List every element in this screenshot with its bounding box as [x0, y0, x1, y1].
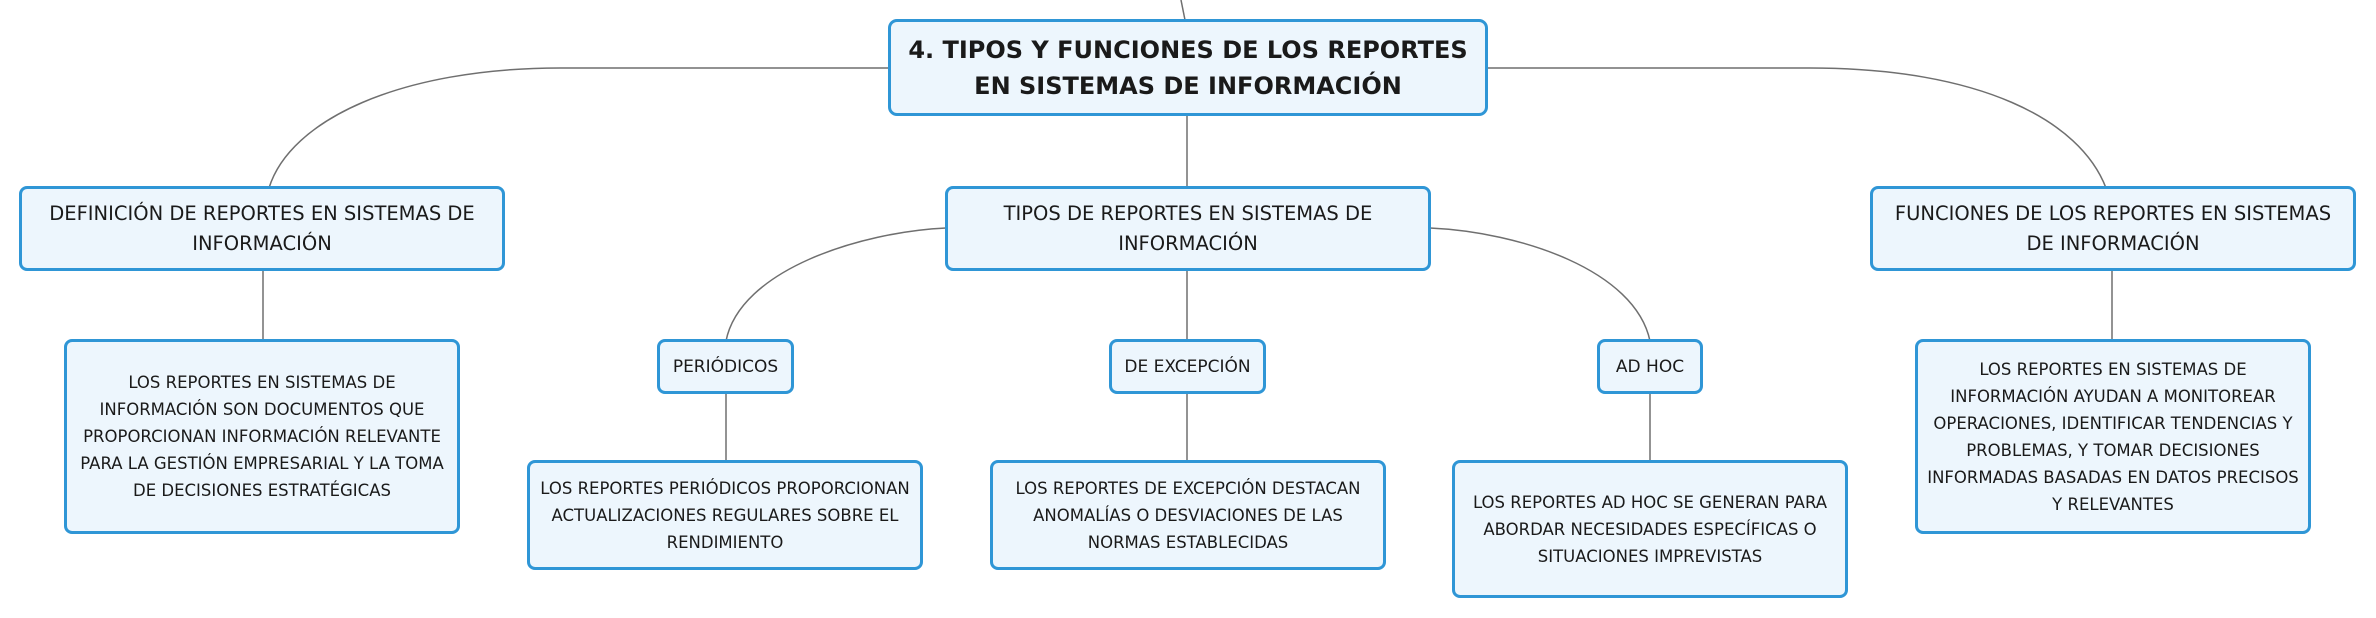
detail-periodicos[interactable]: LOS REPORTES PERIÓDICOS PROPORCIONAN ACT… [527, 460, 923, 570]
topic-definicion-label: DEFINICIÓN DE REPORTES EN SISTEMAS DE IN… [49, 201, 475, 255]
detail-definicion[interactable]: LOS REPORTES EN SISTEMAS DE INFORMACIÓN … [64, 339, 460, 534]
detail-adhoc-text: LOS REPORTES AD HOC SE GENERAN PARA ABOR… [1472, 492, 1828, 566]
detail-funciones-text: LOS REPORTES EN SISTEMAS DE INFORMACIÓN … [1927, 359, 2299, 514]
topic-funciones-label: FUNCIONES DE LOS REPORTES EN SISTEMAS DE… [1894, 201, 2332, 255]
topic-excepcion[interactable]: DE EXCEPCIÓN [1109, 339, 1266, 394]
connector-root-funciones [1488, 67, 2107, 189]
topic-periodicos[interactable]: PERIÓDICOS [657, 339, 794, 394]
topic-adhoc[interactable]: AD HOC [1597, 339, 1703, 394]
detail-excepcion[interactable]: LOS REPORTES DE EXCEPCIÓN DESTACAN ANOMA… [990, 460, 1386, 570]
topic-adhoc-label: AD HOC [1615, 356, 1685, 377]
detail-periodicos-text: LOS REPORTES PERIÓDICOS PROPORCIONAN ACT… [540, 478, 910, 552]
root-top-connector [1180, 0, 1186, 21]
detail-funciones[interactable]: LOS REPORTES EN SISTEMAS DE INFORMACIÓN … [1915, 339, 2311, 534]
topic-definicion[interactable]: DEFINICIÓN DE REPORTES EN SISTEMAS DE IN… [19, 186, 505, 271]
root-topic[interactable]: 4. TIPOS Y FUNCIONES DE LOS REPORTES EN … [888, 19, 1488, 116]
topic-periodicos-label: PERIÓDICOS [672, 356, 779, 377]
topic-tipos[interactable]: TIPOS DE REPORTES EN SISTEMAS DE INFORMA… [945, 186, 1431, 271]
detail-excepcion-text: LOS REPORTES DE EXCEPCIÓN DESTACAN ANOMA… [1015, 478, 1361, 552]
root-topic-label: 4. TIPOS Y FUNCIONES DE LOS REPORTES EN … [908, 35, 1468, 100]
connector-root-definicion [268, 67, 890, 189]
topic-funciones[interactable]: FUNCIONES DE LOS REPORTES EN SISTEMAS DE… [1870, 186, 2356, 271]
connector-tipos-adhoc [1429, 227, 1651, 342]
topic-excepcion-label: DE EXCEPCIÓN [1124, 356, 1251, 377]
connector-tipos-periodicos [725, 227, 947, 342]
detail-definicion-text: LOS REPORTES EN SISTEMAS DE INFORMACIÓN … [80, 373, 444, 500]
detail-adhoc[interactable]: LOS REPORTES AD HOC SE GENERAN PARA ABOR… [1452, 460, 1848, 598]
topic-tipos-label: TIPOS DE REPORTES EN SISTEMAS DE INFORMA… [1003, 201, 1373, 255]
